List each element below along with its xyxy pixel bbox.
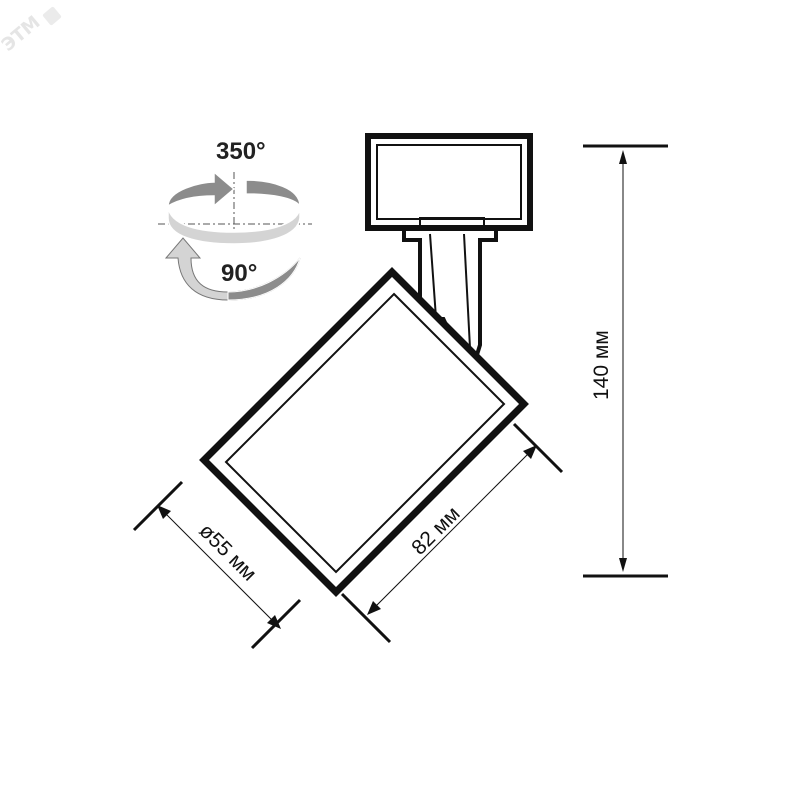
etm-watermark: ЭТМ bbox=[0, 12, 44, 56]
rotation-350-icon: 350° bbox=[167, 138, 301, 245]
rotation-indicator: 350° 90° bbox=[158, 138, 312, 301]
tilt-90-label: 90° bbox=[221, 260, 257, 287]
lamp-head bbox=[199, 267, 529, 597]
watermark-emblem-icon bbox=[42, 6, 62, 26]
height-label: 140 мм bbox=[590, 330, 613, 400]
rotation-350-label: 350° bbox=[216, 138, 266, 165]
watermark-text: ЭТМ bbox=[0, 12, 44, 56]
tilt-90-icon: 90° bbox=[164, 237, 301, 301]
height-dimension: 140 мм bbox=[583, 144, 668, 578]
track-adapter bbox=[365, 133, 533, 231]
